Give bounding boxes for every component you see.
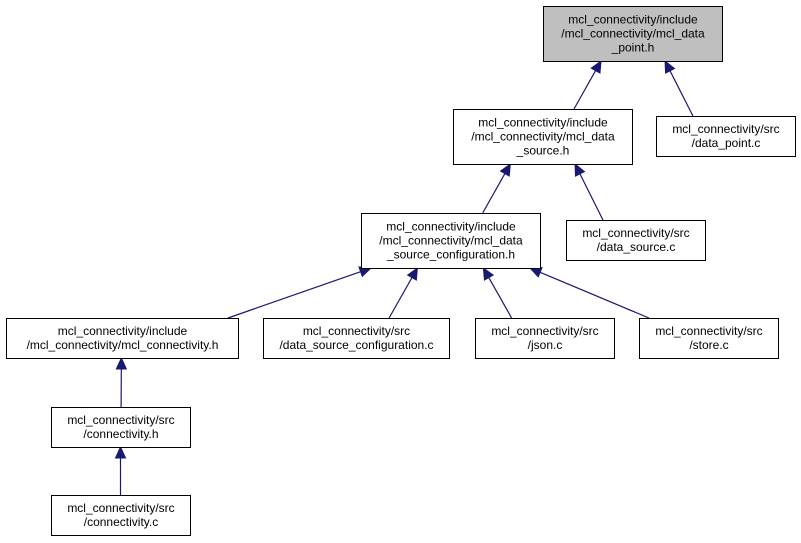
node-label-line: /data_source.c — [597, 240, 676, 254]
edge-arrowhead — [406, 266, 419, 281]
edge-store_c-to-data_source_configuration_h — [528, 267, 650, 319]
node-label-line: mcl_connectivity/src — [655, 324, 762, 338]
node-json-c[interactable]: mcl_connectivity/src/json.c — [475, 318, 615, 359]
node-label-line: _source_configuration.h — [386, 248, 515, 262]
edge-data_point_c-to-data_point_h — [664, 59, 694, 117]
edge-line — [669, 70, 694, 117]
node-data-point-h: mcl_connectivity/include/mcl_connectivit… — [543, 6, 723, 62]
node-label-line: mcl_connectivity/include — [478, 116, 608, 130]
edge-arrowhead — [499, 162, 511, 177]
edge-data_source_h-to-data_point_h — [573, 59, 602, 110]
edge-line — [482, 173, 506, 214]
edge-connectivity_h-to-mcl_connectivity_h — [115, 356, 128, 408]
node-connectivity-h[interactable]: mcl_connectivity/src/connectivity.h — [51, 407, 191, 448]
edge-line — [573, 70, 597, 110]
node-label-line: mcl_connectivity/src — [67, 413, 174, 427]
node-label-line: mcl_connectivity/src — [303, 324, 410, 338]
nodes-layer: mcl_connectivity/include/mcl_connectivit… — [6, 6, 796, 536]
edge-arrowhead — [664, 59, 676, 74]
node-label-line: mcl_connectivity/include — [58, 324, 188, 338]
node-box — [656, 116, 796, 157]
node-connectivity-c[interactable]: mcl_connectivity/src/connectivity.c — [51, 495, 191, 536]
edge-line — [539, 271, 650, 319]
node-label-line: mcl_connectivity/src — [672, 122, 779, 136]
node-box — [453, 109, 633, 165]
node-store-c[interactable]: mcl_connectivity/src/store.c — [639, 318, 779, 359]
node-label-line: mcl_connectivity/src — [582, 226, 689, 240]
edges-layer — [114, 59, 694, 495]
node-data-source-configuration-c[interactable]: mcl_connectivity/src/data_source_configu… — [263, 318, 450, 359]
node-label-line: /store.c — [689, 338, 728, 352]
node-box — [639, 318, 779, 359]
edge-json_c-to-data_source_configuration_h — [482, 266, 513, 319]
edge-connectivity_c-to-connectivity_h — [114, 445, 127, 495]
node-box — [51, 407, 191, 448]
edge-arrowhead — [114, 445, 127, 459]
node-data-source-configuration-h[interactable]: mcl_connectivity/include/mcl_connectivit… — [361, 213, 541, 269]
edge-data_source_c-to-data_source_h — [574, 162, 604, 221]
node-label-line: /connectivity.c — [84, 515, 158, 529]
node-box — [475, 318, 615, 359]
node-label-line: _source.h — [516, 144, 570, 158]
node-box — [543, 6, 723, 62]
node-label-line: /data_point.c — [692, 136, 761, 150]
edge-line — [579, 173, 604, 221]
node-label-line: mcl_connectivity/include — [568, 13, 698, 27]
node-label-line: /mcl_connectivity/mcl_data — [379, 234, 523, 248]
node-label-line: /connectivity.h — [83, 427, 158, 441]
node-data-source-h[interactable]: mcl_connectivity/include/mcl_connectivit… — [453, 109, 633, 165]
node-label-line: mcl_connectivity/include — [386, 220, 516, 234]
edge-line — [227, 271, 361, 319]
node-label-line: /mcl_connectivity/mcl_data — [471, 130, 615, 144]
edge-arrowhead — [115, 356, 128, 370]
edge-data_source_configuration_h-to-data_source_h — [482, 162, 511, 214]
node-label-line: /json.c — [528, 338, 563, 352]
node-data-point-c[interactable]: mcl_connectivity/src/data_point.c — [656, 116, 796, 157]
node-mcl-connectivity-h[interactable]: mcl_connectivity/include/mcl_connectivit… — [6, 318, 239, 359]
node-box — [51, 495, 191, 536]
node-label-line: /mcl_connectivity/mcl_connectivity.h — [27, 338, 219, 352]
edge-data_source_configuration_c-to-data_source_configuration_h — [388, 266, 419, 319]
node-label-line: _point.h — [611, 41, 655, 55]
edge-arrowhead — [590, 59, 602, 74]
node-label-line: mcl_connectivity/src — [491, 324, 598, 338]
edge-arrowhead — [574, 162, 586, 177]
node-label-line: mcl_connectivity/src — [67, 501, 174, 515]
edge-arrowhead — [528, 267, 543, 278]
node-box — [263, 318, 450, 359]
edge-line — [388, 277, 413, 319]
edge-arrowhead — [482, 266, 495, 281]
edge-mcl_connectivity_h-to-data_source_configuration_h — [227, 266, 373, 319]
node-label-line: /mcl_connectivity/mcl_data — [561, 27, 705, 41]
node-box — [566, 220, 706, 261]
node-box — [361, 213, 541, 269]
node-label-line: /data_source_configuration.c — [279, 338, 433, 352]
node-data-source-c[interactable]: mcl_connectivity/src/data_source.c — [566, 220, 706, 261]
node-box — [6, 318, 239, 359]
edge-line — [488, 277, 513, 319]
